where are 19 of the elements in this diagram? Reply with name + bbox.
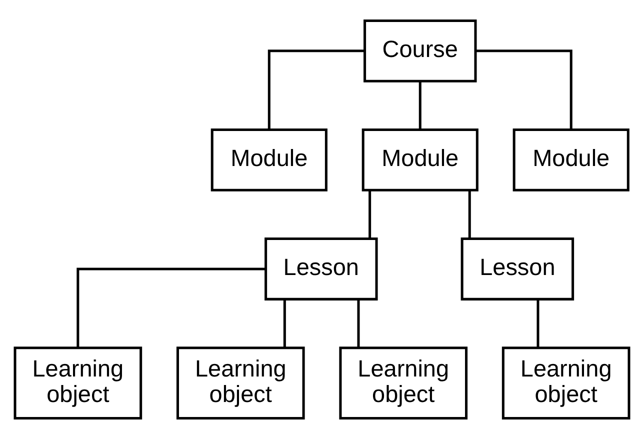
node-box: Module bbox=[210, 128, 328, 192]
node-box: Learning object bbox=[339, 346, 468, 420]
connector bbox=[536, 300, 540, 348]
connector bbox=[368, 190, 372, 239]
node-box: Module bbox=[512, 128, 630, 192]
node-box: Lesson bbox=[460, 238, 574, 300]
connector bbox=[268, 50, 365, 130]
node-box: Course bbox=[364, 19, 477, 82]
connector bbox=[476, 50, 572, 130]
node-box: Lesson bbox=[264, 238, 378, 300]
node-box: Learning object bbox=[176, 346, 305, 420]
connector bbox=[357, 300, 360, 348]
connector bbox=[468, 190, 471, 239]
node-box: Module bbox=[362, 128, 478, 192]
connector bbox=[418, 81, 422, 130]
node-box: Learning object bbox=[502, 346, 630, 420]
node-box: Learning object bbox=[14, 346, 142, 420]
connector bbox=[283, 300, 286, 348]
connector bbox=[76, 268, 266, 348]
